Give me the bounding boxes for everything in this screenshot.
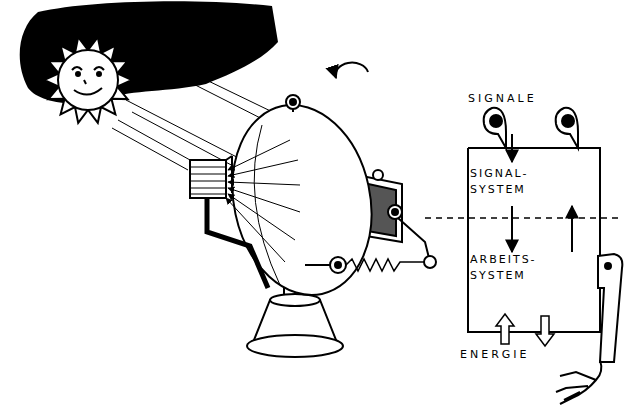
pedestal-part: [247, 335, 343, 357]
signal-flow-arrow: [511, 206, 513, 252]
reflected-rays-part: [228, 188, 300, 212]
sun-rays-part: [140, 48, 285, 118]
sun: [44, 37, 132, 123]
rotation-arrow: [336, 63, 368, 78]
flow-label: SIGNALE: [468, 92, 537, 105]
absorber-part: [190, 167, 226, 168]
system-box-part: [425, 217, 622, 219]
energy-arrows-part: [536, 316, 554, 346]
reflected-rays-part: [228, 194, 295, 240]
sun-part: [94, 67, 104, 70]
sun-part: [74, 88, 102, 95]
robot-arm-part: [598, 254, 622, 362]
sensor-eyes-part: [490, 115, 502, 127]
robot-arm-part: [556, 360, 601, 404]
absorber: [190, 156, 268, 288]
linkage: [305, 218, 436, 273]
sensor-eyes-part: [562, 115, 574, 127]
absorber-part: [190, 194, 226, 195]
system-box: [425, 148, 622, 332]
sun-rays-part: [118, 120, 190, 160]
linkage-part: [305, 264, 330, 266]
sun-part: [72, 67, 82, 70]
flow-label: ENERGIE: [460, 348, 530, 361]
system-box-part: [468, 148, 600, 332]
robot-arm-part: [605, 263, 611, 269]
sensor-eyes-part: [484, 108, 506, 148]
sun-part: [84, 80, 86, 84]
sun-part: [97, 72, 101, 76]
sun-part: [76, 72, 80, 76]
linkage-part: [398, 218, 430, 262]
reflected-rays-part: [228, 182, 300, 185]
reflected-rays-part: [228, 160, 298, 176]
system-compartment: SIGNAL- SYSTEM: [470, 166, 594, 206]
reflected-rays-part: [228, 140, 290, 170]
parabolic-mirror-part: [290, 99, 296, 105]
parabolic-mirror-part: [216, 92, 389, 308]
absorber-part: [190, 160, 226, 198]
system-name: ARBEITS- SYSTEM: [470, 252, 552, 284]
system-box-part: [468, 148, 600, 258]
absorber-part: [190, 174, 226, 175]
reflected-rays-part: [226, 198, 285, 262]
sun-rays-part: [112, 128, 188, 170]
absorber-part: [231, 156, 233, 193]
parabolic-mirror: [216, 92, 389, 308]
sensor-eyes: [484, 108, 578, 148]
robot-arm: [556, 254, 622, 404]
absorber-part: [207, 196, 268, 288]
signal-flow-arrow: [571, 206, 573, 252]
linkage-part: [346, 259, 424, 271]
sun-part: [44, 37, 132, 123]
dish-mount-part: [392, 209, 398, 215]
linkage-part: [330, 257, 346, 273]
system-name: SIGNAL- SYSTEM: [470, 166, 540, 198]
dish-mount-part: [373, 170, 383, 180]
sensor-eyes-part: [556, 108, 578, 148]
absorber-part: [190, 181, 226, 182]
energy-arrows: [496, 314, 554, 346]
sun-part: [58, 50, 118, 110]
parabolic-mirror-part: [286, 95, 300, 109]
linkage-part: [335, 262, 341, 268]
linkage-part: [424, 256, 436, 268]
system-compartment: ARBEITS- SYSTEM: [470, 252, 594, 292]
energy-arrows-part: [496, 314, 514, 344]
absorber-part: [190, 188, 226, 189]
dish-mount-part: [388, 205, 402, 219]
